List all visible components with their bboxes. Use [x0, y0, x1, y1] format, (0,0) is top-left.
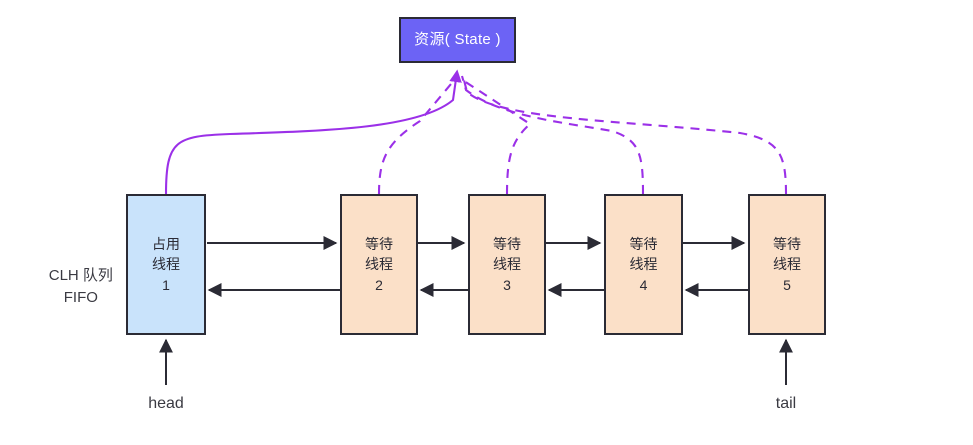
thread-node-1-line1: 占用: [152, 236, 180, 253]
thread-node-4[interactable]: 等待 线程 4: [604, 194, 683, 335]
thread-node-4-line2: 线程: [629, 256, 658, 273]
tail-pointer-label: tail: [736, 395, 836, 413]
thread-node-1[interactable]: 占用 线程 1: [126, 194, 206, 335]
thread-node-5-line2: 线程: [773, 256, 801, 273]
resource-state-node[interactable]: 资源( State ): [399, 17, 516, 63]
head-pointer-label: head: [116, 395, 216, 413]
thread-node-5[interactable]: 等待 线程 5: [748, 194, 826, 335]
thread-node-3-line2: 线程: [493, 256, 521, 273]
thread-node-5-id: 5: [783, 276, 791, 293]
thread-node-2-line1: 等待: [365, 236, 393, 253]
thread-node-2-line2: 线程: [365, 256, 393, 273]
resource-link-node-1: [164, 69, 462, 195]
thread-node-4-id: 4: [639, 276, 648, 293]
thread-node-4-line1: 等待: [629, 236, 658, 253]
resource-state-label: 资源( State ): [414, 31, 501, 48]
clh-queue-label: CLH 队列 FIFO: [20, 242, 125, 332]
thread-node-1-id: 1: [162, 276, 170, 293]
resource-link-node-4: [460, 75, 645, 195]
tail-pointer-text: tail: [775, 395, 797, 412]
resource-link-node-3: [460, 78, 532, 195]
thread-node-3-id: 3: [503, 276, 511, 293]
thread-node-3-line1: 等待: [493, 236, 521, 253]
resource-link-node-2: [377, 77, 457, 195]
thread-node-1-line2: 线程: [152, 256, 180, 273]
thread-node-5-line1: 等待: [773, 236, 801, 253]
thread-node-3[interactable]: 等待 线程 3: [468, 194, 546, 335]
thread-node-2-id: 2: [375, 276, 383, 293]
thread-node-2[interactable]: 等待 线程 2: [340, 194, 418, 335]
head-pointer-text: head: [148, 395, 184, 412]
resource-link-node-5: [461, 75, 788, 195]
clh-queue-label-line1: CLH 队列: [48, 266, 113, 284]
clh-queue-label-line2: FIFO: [63, 289, 98, 306]
